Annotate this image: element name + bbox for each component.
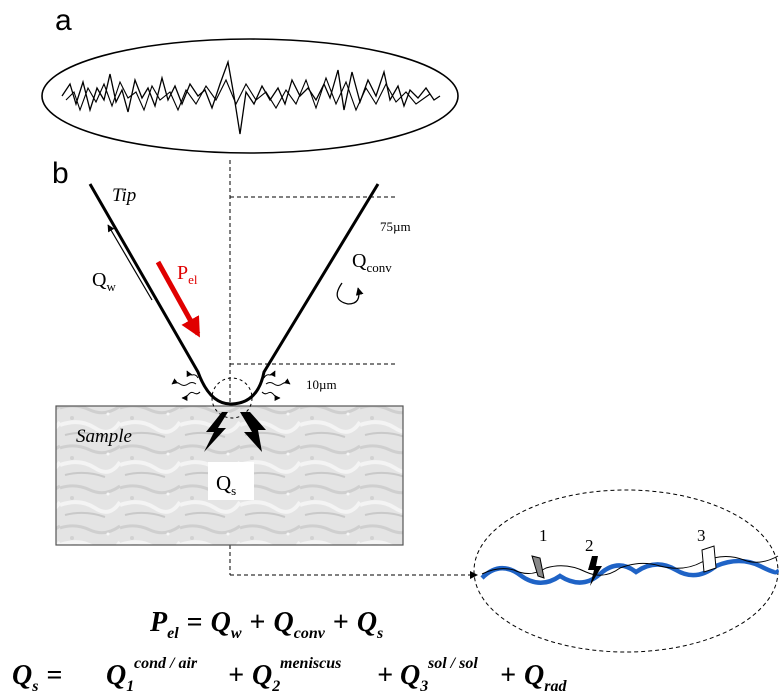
dim-10um-label: 10µm [306, 377, 337, 392]
panel-a-label: a [55, 4, 72, 37]
svg-text:+: + [500, 660, 516, 691]
svg-text:Qs=: Qs= [12, 660, 62, 695]
lightning-bolt-right [240, 412, 266, 452]
svg-text:meniscus: meniscus [280, 655, 341, 672]
contact-marker-2: 2 [585, 536, 594, 555]
roughness-profile-2 [65, 76, 431, 112]
svg-text:sol / sol: sol / sol [427, 655, 478, 672]
tip-label: Tip [112, 185, 136, 206]
roughness-ellipse [41, 38, 459, 154]
convection-curl-arrow [336, 282, 364, 305]
svg-text:Q3: Q3 [400, 660, 428, 695]
qw-arrow [107, 224, 153, 301]
qw-label: Qw [92, 269, 116, 294]
zoom-surface-black [481, 555, 779, 576]
contact-zone-circle [211, 377, 253, 419]
pel-label: Pel [177, 262, 198, 287]
roughness-profile-1 [61, 59, 441, 135]
svg-text:Q2: Q2 [252, 660, 280, 695]
contact-point-2-icon [588, 556, 602, 586]
zoom-ellipse [473, 489, 779, 653]
panel-b-label: b [52, 157, 69, 190]
svg-text:+: + [377, 660, 393, 691]
svg-text:+: + [228, 660, 244, 691]
qs-label-bg [208, 462, 254, 500]
svg-text:cond / air: cond / air [134, 655, 198, 672]
contact-point-1-icon [531, 555, 545, 579]
contact-marker-3: 3 [697, 526, 706, 545]
tip-shape [88, 183, 380, 406]
sample-label: Sample [76, 426, 132, 447]
equation-qs-decomposition: Qs= Q1 cond / air + Q2 meniscus + Q3 sol… [12, 655, 567, 695]
lightning-bolt-left [204, 412, 228, 452]
qconv-label: Qconv [352, 250, 392, 275]
svg-text:Qrad: Qrad [524, 660, 567, 695]
svg-text:Q1: Q1 [106, 660, 134, 695]
pel-arrow [155, 260, 201, 338]
qs-label: Qs [216, 471, 236, 498]
zoom-leader-arrowhead [470, 571, 478, 579]
contact-point-3-icon [701, 545, 717, 573]
radiation-arrows [171, 370, 291, 401]
equation-power-balance: Pel=Qw+Qconv+Qs [149, 607, 383, 642]
contact-marker-1: 1 [539, 526, 548, 545]
zoom-surface-blue [480, 558, 779, 585]
dim-75um-label: 75µm [380, 219, 411, 234]
